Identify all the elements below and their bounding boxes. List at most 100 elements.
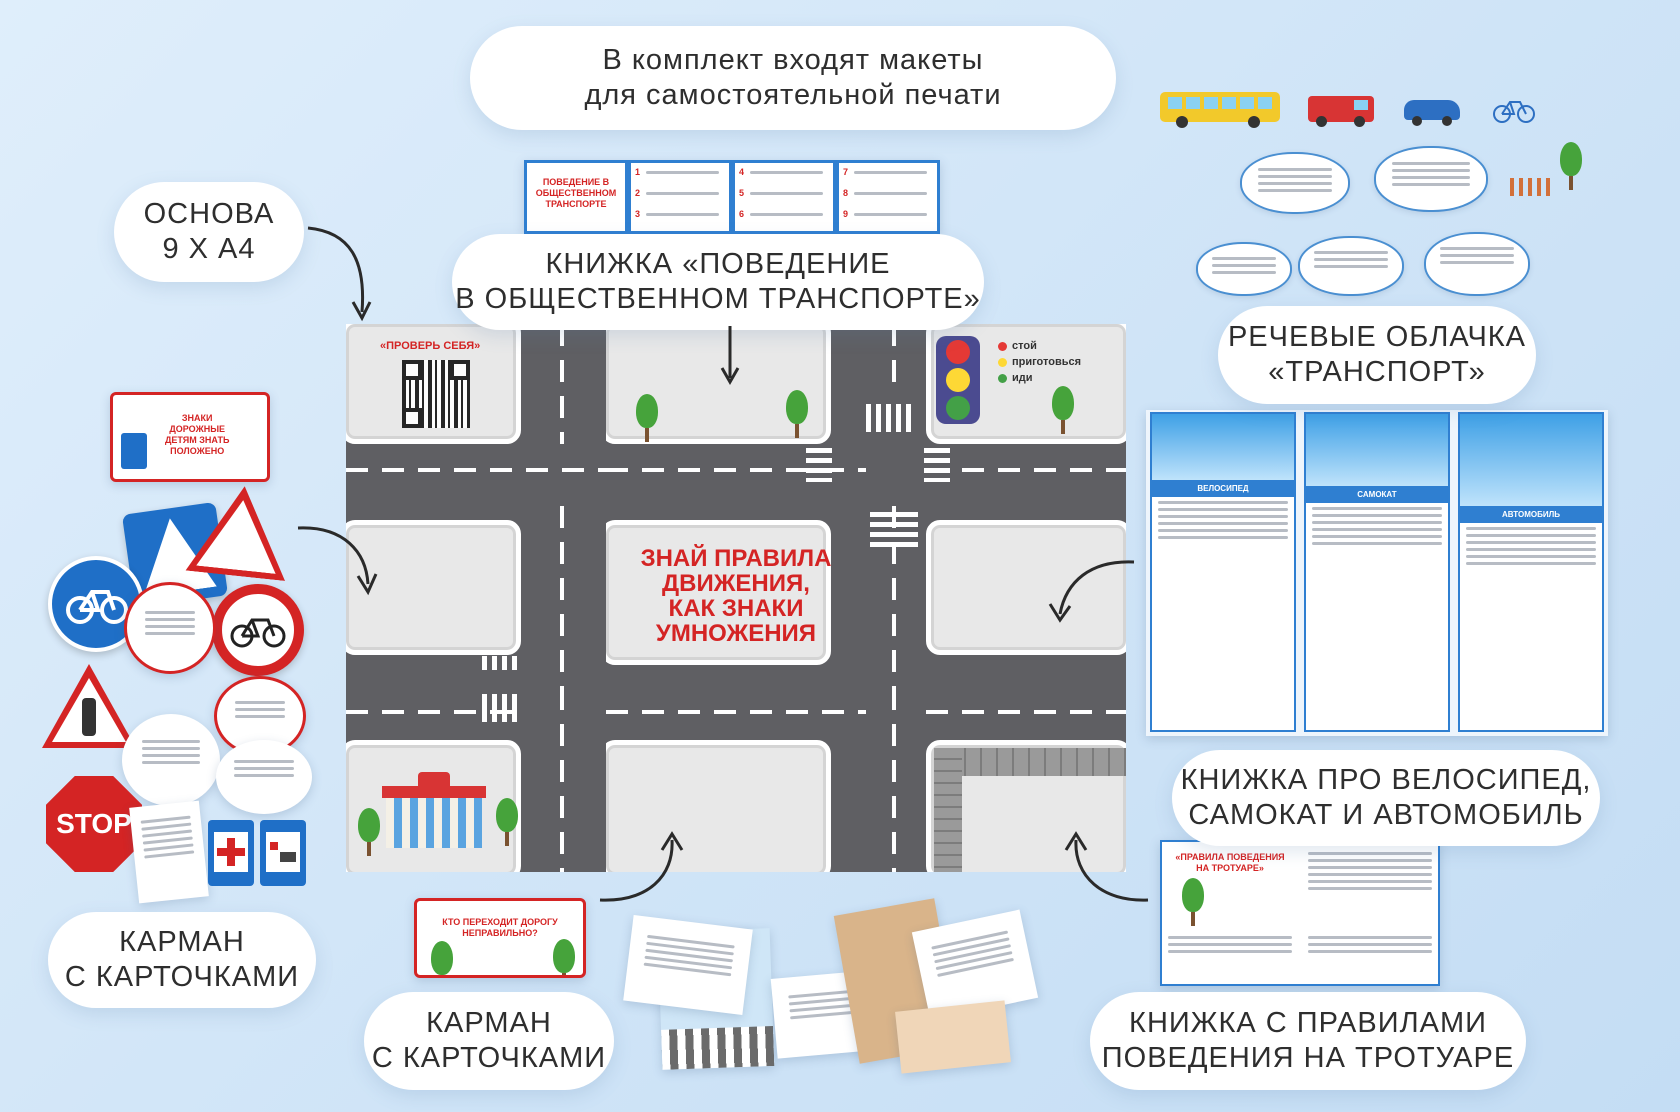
base-arrow-icon xyxy=(307,226,372,322)
fire-truck-icon xyxy=(1308,96,1374,127)
tree-icon xyxy=(431,941,453,975)
board-block xyxy=(926,520,1126,655)
transport-rule-number: 3 xyxy=(635,209,641,219)
top-kit-label: В комплект входят макеты для самостоятел… xyxy=(470,26,1116,130)
speech-cloud xyxy=(1196,242,1292,296)
bicycle-icon xyxy=(230,618,286,648)
brick-sidewalk xyxy=(934,748,1126,776)
tree-icon xyxy=(553,939,575,975)
pocket-mid-arrow-icon xyxy=(599,831,684,902)
sidewalk-arrow-icon xyxy=(1064,831,1149,902)
crossing-question-card xyxy=(623,915,753,1015)
traffic-light-sign-icon xyxy=(42,664,136,748)
speech-cloud xyxy=(1424,232,1530,296)
pocket-left-label-line1: КАРМАН xyxy=(119,926,245,958)
speech-cloud xyxy=(1240,152,1350,214)
bike-book-arrow-icon xyxy=(1048,560,1135,623)
board-tile-1: «ПРОВЕРЬ СЕБЯ» xyxy=(346,324,606,506)
transport-rule-number: 8 xyxy=(843,188,849,198)
book-bike-label-line1: КНИЖКА ПРО ВЕЛОСИПЕД, xyxy=(1180,764,1592,796)
light-stop-label: стой xyxy=(1012,340,1037,352)
speech-cloud xyxy=(1374,146,1488,212)
pocket-left-label-line2: С КАРТОЧКАМИ xyxy=(64,961,300,993)
tree-icon xyxy=(1182,878,1204,926)
transport-book-preview: ПОВЕДЕНИЕ В ОБЩЕСТВЕННОМ ТРАНСПОРТЕ 1 2 … xyxy=(524,160,940,234)
board-title: ЗНАЙ ПРАВИЛА ДВИЖЕНИЯ, КАК ЗНАКИ УМНОЖЕН… xyxy=(624,546,848,646)
signs-pocket-line1: ЗНАКИ xyxy=(181,413,213,423)
board-tile-8 xyxy=(606,688,866,872)
signs-pocket-line2: ДОРОЖНЫЕ xyxy=(169,424,226,434)
bus-stop-sign-icon xyxy=(121,433,147,469)
pocket-left-arrow-icon xyxy=(297,526,378,596)
clouds-label-line2: «ТРАНСПОРТ» xyxy=(1268,356,1486,388)
bus-icon xyxy=(1160,92,1280,128)
crossing-scene-card xyxy=(895,1000,1011,1074)
board-tile-5: ЗНАЙ ПРАВИЛА ДВИЖЕНИЯ, КАК ЗНАКИ УМНОЖЕН… xyxy=(606,506,866,688)
fence-icon xyxy=(1510,178,1554,196)
transport-rule-number: 7 xyxy=(843,167,849,177)
crossing-pocket: КТО ПЕРЕХОДИТ ДОРОГУ НЕПРАВИЛЬНО? xyxy=(414,898,586,978)
pocket-mid-label: КАРМАН С КАРТОЧКАМИ xyxy=(364,992,614,1090)
book-transport-label: КНИЖКА «ПОВЕДЕНИЕ В ОБЩЕСТВЕННОМ ТРАНСПО… xyxy=(452,234,984,330)
top-kit-label-line2: для самостоятельной печати xyxy=(584,79,1002,111)
first-aid-sign-icon xyxy=(208,820,254,886)
car-page-title: АВТОМОБИЛЬ xyxy=(1460,506,1602,523)
sign-riddle-card xyxy=(124,582,216,674)
base-label-line1: ОСНОВА xyxy=(143,198,275,230)
transport-rule-number: 9 xyxy=(843,209,849,219)
tree-icon xyxy=(1052,386,1074,434)
board-title-line2: ДВИЖЕНИЯ, xyxy=(662,570,810,597)
bike-page-title: ВЕЛОСИПЕД xyxy=(1152,480,1294,497)
transport-rule-number: 6 xyxy=(739,209,745,219)
top-kit-label-line1: В комплект входят макеты xyxy=(602,44,984,76)
sidewalk-book-title-line1: «ПРАВИЛА ПОВЕДЕНИЯ xyxy=(1175,852,1285,862)
signs-pocket: ЗНАКИ ДОРОЖНЫЕ ДЕТЯМ ЗНАТЬ ПОЛОЖЕНО xyxy=(110,392,270,482)
base-label: ОСНОВА 9 Х А4 xyxy=(114,182,304,282)
sign-riddle-card xyxy=(122,714,220,806)
stop-sign-icon: STOP xyxy=(46,776,142,872)
crossing-pocket-line2: НЕПРАВИЛЬНО? xyxy=(462,928,538,938)
transport-rule-number: 5 xyxy=(739,188,745,198)
sign-riddle-card xyxy=(216,740,312,814)
board-tile-3: стой приготовься иди xyxy=(866,324,1126,506)
book-transport-label-line1: КНИЖКА «ПОВЕДЕНИЕ xyxy=(545,248,891,280)
clouds-label: РЕЧЕВЫЕ ОБЛАЧКА «ТРАНСПОРТ» xyxy=(1218,306,1536,404)
signs-pocket-line4: ПОЛОЖЕНО xyxy=(170,446,225,456)
bicycle-icon xyxy=(66,590,128,624)
qr-code-icon xyxy=(402,360,470,428)
sign-riddle-card xyxy=(129,800,209,904)
board-block xyxy=(606,740,831,872)
crossing-pocket-line1: КТО ПЕРЕХОДИТ ДОРОГУ xyxy=(442,917,558,927)
school-building-icon xyxy=(382,772,486,848)
book-sidewalk-label-line2: ПОВЕДЕНИЯ НА ТРОТУАРЕ xyxy=(1101,1042,1515,1074)
book-sidewalk-label: КНИЖКА С ПРАВИЛАМИ ПОВЕДЕНИЯ НА ТРОТУАРЕ xyxy=(1090,992,1526,1090)
transport-arrow-icon xyxy=(720,326,740,386)
transport-rule-number: 1 xyxy=(635,167,641,177)
road-map-board: «ПРОВЕРЬ СЕБЯ» стой приготовься иди xyxy=(346,324,1126,872)
board-tile-2 xyxy=(606,324,866,506)
signs-pocket-line3: ДЕТЯМ ЗНАТЬ xyxy=(165,435,230,445)
board-block xyxy=(346,520,521,655)
scooter-page-title: САМОКАТ xyxy=(1306,486,1448,503)
board-block xyxy=(606,520,831,665)
book-sidewalk-label-line1: КНИЖКА С ПРАВИЛАМИ xyxy=(1129,1007,1487,1039)
tree-icon xyxy=(1560,142,1582,190)
light-ready-label: приготовься xyxy=(1012,356,1082,368)
transport-book-cover-line3: ТРАНСПОРТЕ xyxy=(545,199,607,209)
transport-rule-number: 2 xyxy=(635,188,641,198)
book-bike-label-line2: САМОКАТ И АВТОМОБИЛЬ xyxy=(1188,799,1584,831)
tree-icon xyxy=(358,808,380,856)
book-transport-label-line2: В ОБЩЕСТВЕННОМ ТРАНСПОРТЕ» xyxy=(455,283,981,315)
pocket-left-label: КАРМАН С КАРТОЧКАМИ xyxy=(48,912,316,1008)
board-tile-7 xyxy=(346,688,606,872)
cycling-prohibited-sign-icon xyxy=(212,584,304,676)
transport-book-cover-line1: ПОВЕДЕНИЕ В xyxy=(542,177,610,187)
tree-icon xyxy=(636,394,658,442)
book-bike-label: КНИЖКА ПРО ВЕЛОСИПЕД, САМОКАТ И АВТОМОБИ… xyxy=(1172,750,1600,846)
speech-cloud xyxy=(1298,236,1404,296)
transport-book-cover: ПОВЕДЕНИЕ В ОБЩЕСТВЕННОМ ТРАНСПОРТЕ xyxy=(524,160,628,234)
board-title-line3: КАК ЗНАКИ xyxy=(668,595,804,622)
base-label-line2: 9 Х А4 xyxy=(162,233,256,265)
pocket-mid-label-line2: С КАРТОЧКАМИ xyxy=(371,1042,607,1074)
check-yourself-label: «ПРОВЕРЬ СЕБЯ» xyxy=(380,340,481,352)
